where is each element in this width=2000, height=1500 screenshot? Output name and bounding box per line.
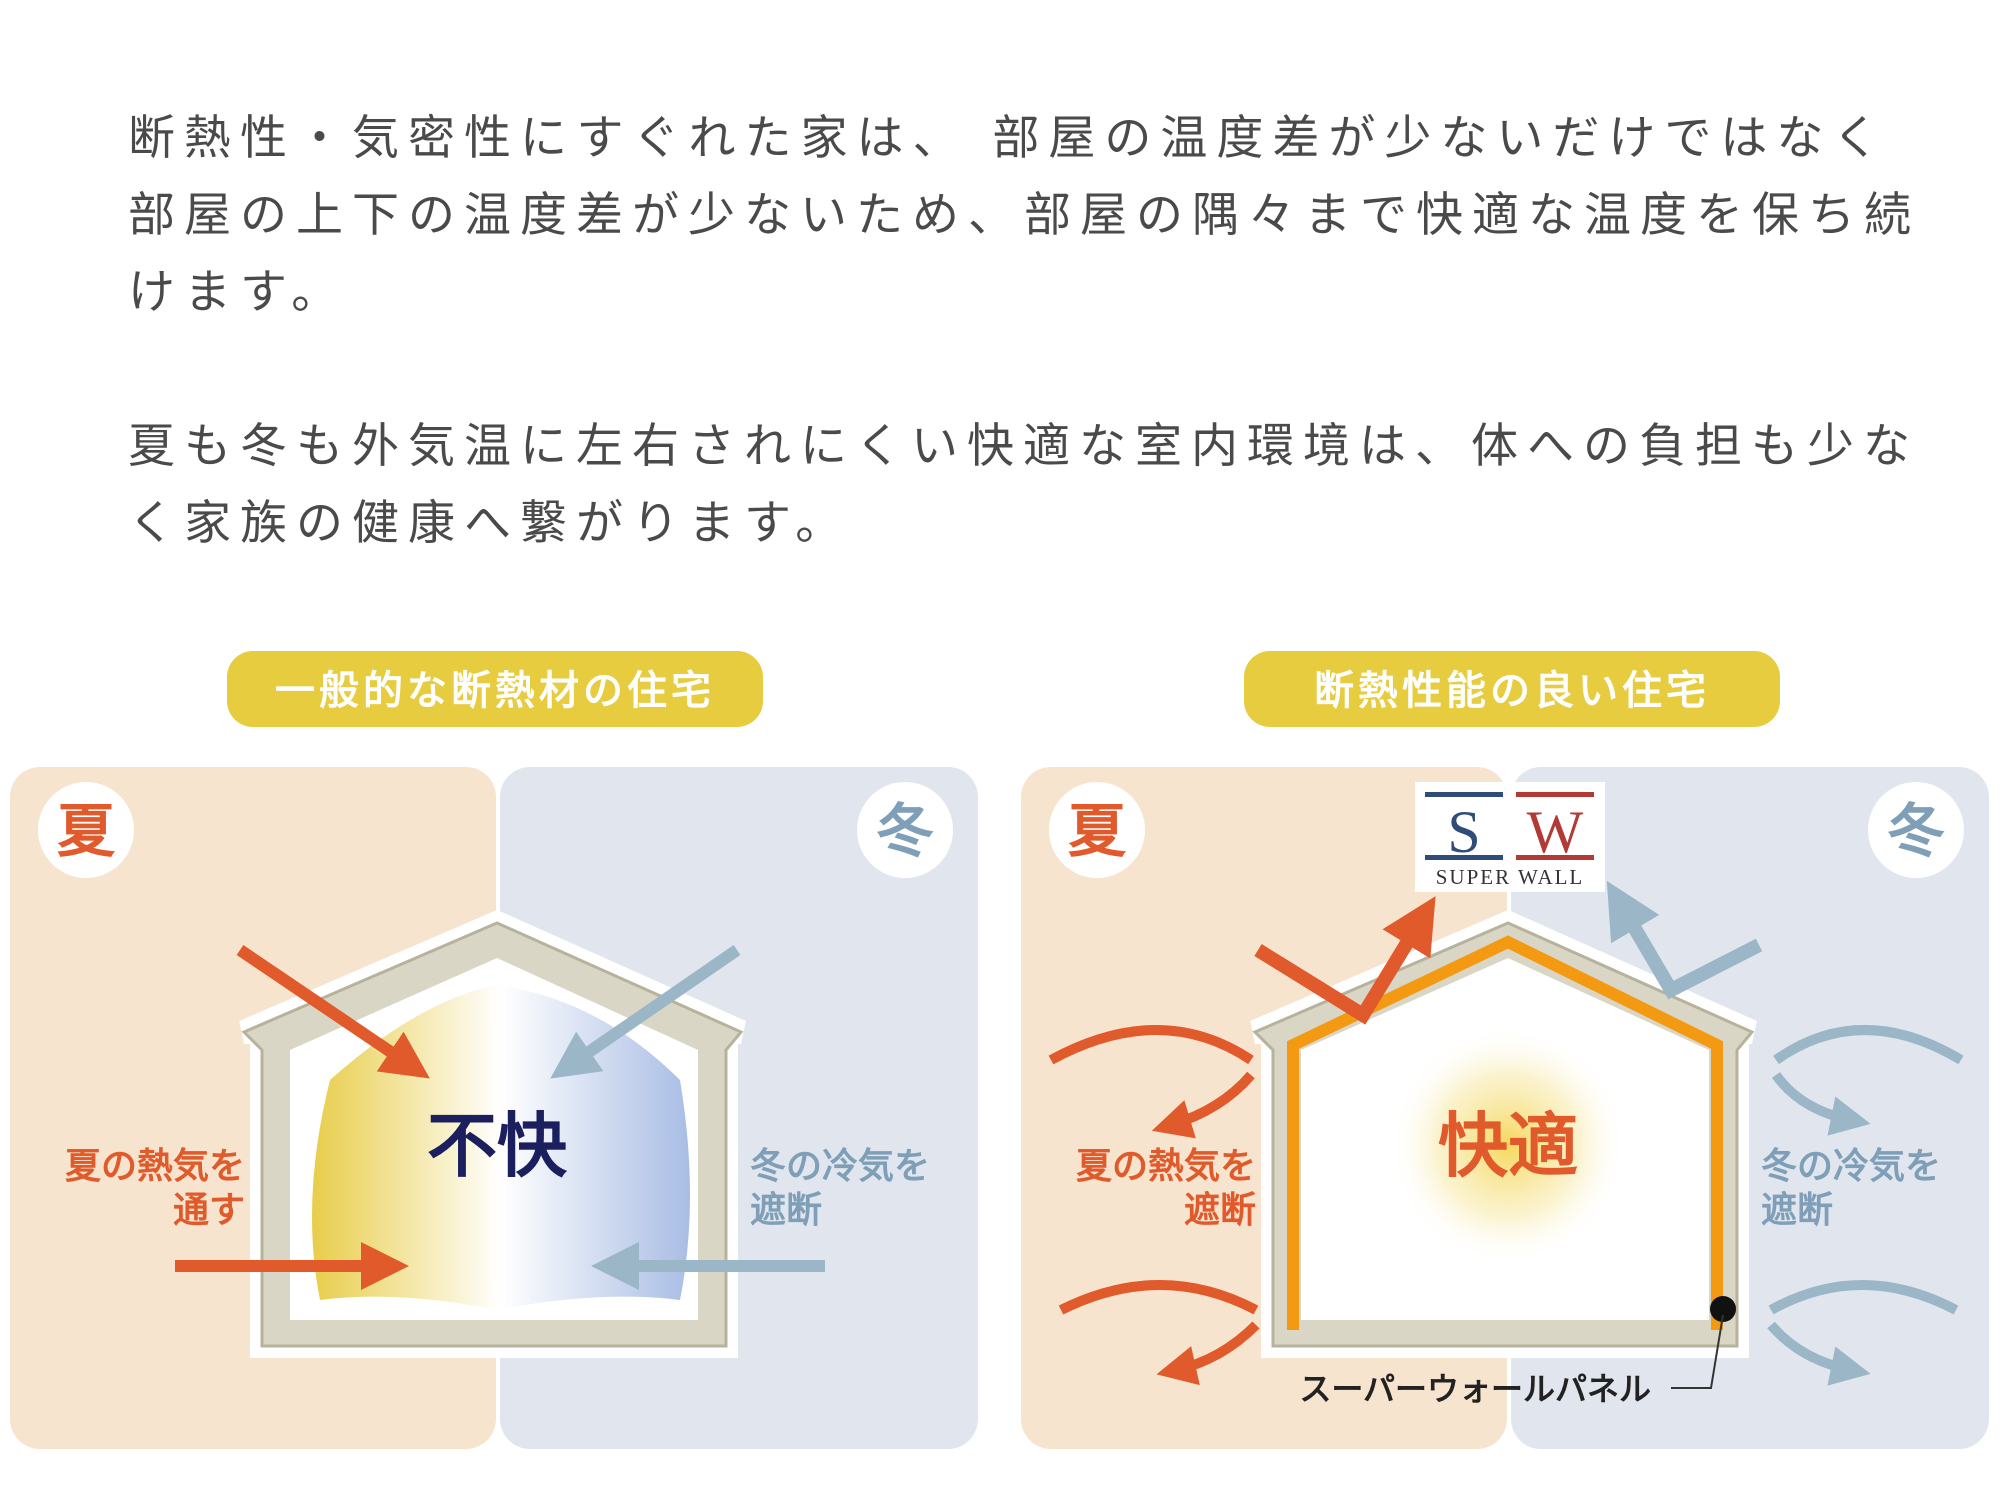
- summer-circle: [1049, 782, 1145, 878]
- summer-label: 夏: [57, 797, 116, 865]
- panel-callout-line: [1671, 1314, 1724, 1389]
- svg-text:S: S: [1447, 799, 1480, 865]
- super-wall-logo: S W SUPER WALL: [1415, 782, 1605, 892]
- summer-effect-line1: 夏の熱気を: [65, 1146, 245, 1187]
- intro-paragraph-2: 夏も冬も外気温に左右されにくい快適な室内環境は、体への負担も少なく家族の健康へ繋…: [128, 419, 1920, 551]
- diagram-good-insulation: 断熱性能の良い住宅 夏 冬 S W SUPER WALL 快適 夏の熱気を: [1021, 651, 1989, 1449]
- diagram-general-insulation: 一般的な断熱材の住宅 夏 冬 不快 夏の熱気を 通す 冬の冷気を 遮断: [10, 651, 978, 1449]
- badge-general-text: 一般的な断熱材の住宅: [275, 668, 715, 714]
- summer-effect-line2: 遮断: [1184, 1190, 1256, 1231]
- svg-text:W: W: [1527, 799, 1584, 865]
- heat-reflect-arrow: [1254, 896, 1436, 1025]
- badge-good-text: 断熱性能の良い住宅: [1314, 668, 1710, 714]
- summer-effect-line2: 通す: [173, 1190, 245, 1231]
- winter-label: 冬: [1887, 797, 1945, 865]
- heat-deflect-top: [1151, 1071, 1255, 1139]
- winter-effect-line2: 遮断: [1761, 1190, 1833, 1231]
- heat-wave-top: [1048, 1025, 1254, 1065]
- badge-good: [1244, 651, 1780, 727]
- intro-paragraph-1: 断熱性・気密性にすぐれた家は、 部屋の温度差が少ないだけではなく部屋の上下の温度…: [128, 111, 1920, 320]
- cold-wave-bottom: [1768, 1280, 1959, 1315]
- winter-circle: [857, 782, 953, 878]
- winter-effect-line2: 遮断: [750, 1190, 822, 1231]
- comfort-glow: [1388, 1025, 1628, 1265]
- winter-effect-line1: 冬の冷気を: [1761, 1146, 1941, 1187]
- cold-arrow-roof: [550, 945, 741, 1079]
- summer-circle: [38, 782, 134, 878]
- super-wall-panel-insulation: [1287, 935, 1723, 1330]
- heat-wave-bottom: [1058, 1280, 1259, 1315]
- cold-wave-top: [1773, 1025, 1964, 1065]
- winter-effect-line1: 冬の冷気を: [750, 1146, 930, 1187]
- heat-arrow-roof: [236, 945, 430, 1079]
- cold-deflect-top: [1771, 1071, 1871, 1136]
- center-label-comfort: 快適: [1438, 1105, 1578, 1187]
- svg-text:SUPER WALL: SUPER WALL: [1436, 865, 1585, 889]
- winter-label: 冬: [876, 797, 934, 865]
- cold-deflect-bottom: [1767, 1321, 1871, 1386]
- panel-callout-dot: [1710, 1296, 1736, 1322]
- center-label-discomfort: 不快: [427, 1105, 568, 1187]
- panel-callout-label: スーパーウォールパネル: [1299, 1370, 1651, 1408]
- winter-circle: [1868, 782, 1964, 878]
- summer-effect-line1: 夏の熱気を: [1076, 1146, 1256, 1187]
- cold-reflect-arrow: [1606, 880, 1763, 1000]
- heat-deflect-bottom: [1156, 1321, 1260, 1386]
- summer-label: 夏: [1068, 797, 1127, 865]
- badge-general: [227, 651, 763, 727]
